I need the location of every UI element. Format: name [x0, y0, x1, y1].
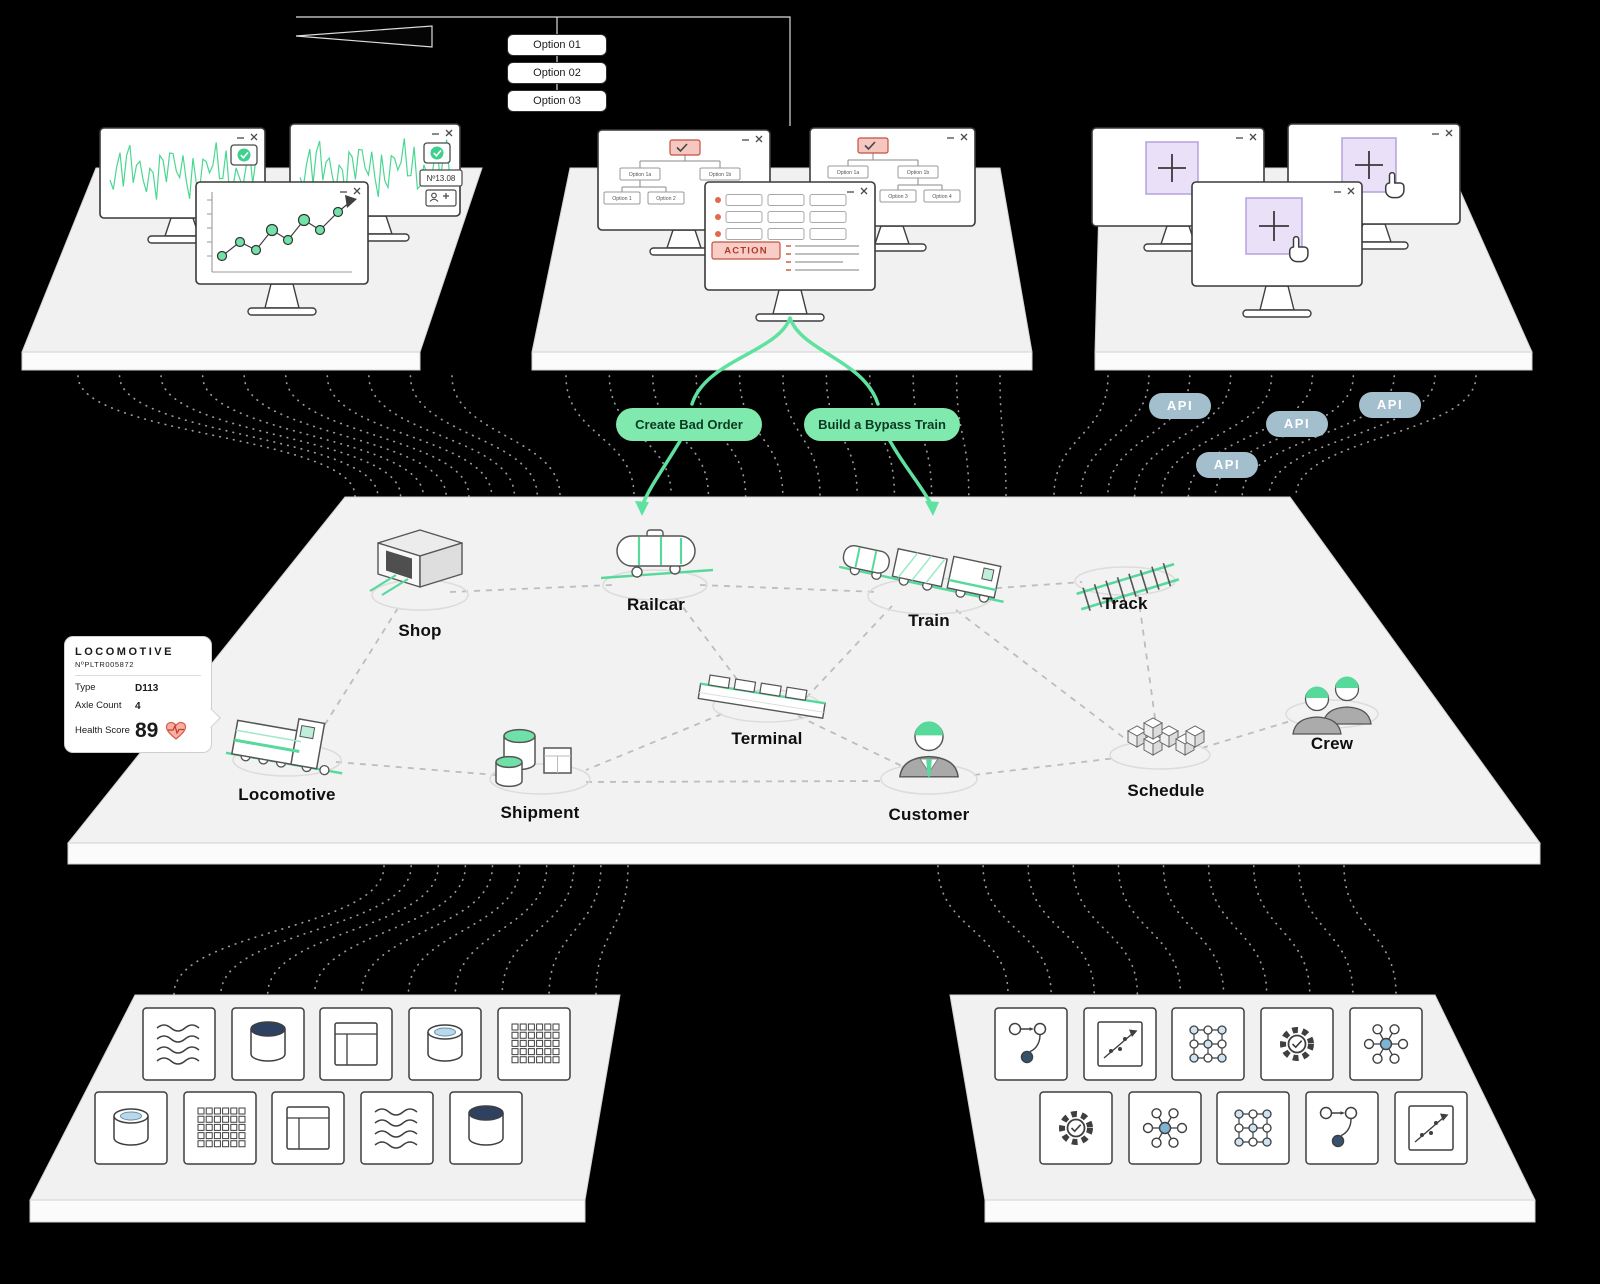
locomotive-card: LOCOMOTIVE NºPLTR005872 Type D113 Axle C…: [64, 636, 221, 753]
card-row-health-score: Health Score 89: [75, 719, 201, 743]
model-pipeline-icon: [994, 1007, 1068, 1081]
card-row-type: Type D113: [75, 682, 201, 694]
model-gear-icon: [1261, 1008, 1333, 1080]
monitor-app-3: [1191, 181, 1363, 318]
check-icon: [864, 141, 876, 151]
customer-icon: [899, 721, 959, 778]
monitor-cluster-apps: [1091, 123, 1461, 318]
entity-connectors: [311, 581, 1295, 783]
bundle-topleft: [77, 375, 561, 497]
action-button-label: ACTION: [724, 246, 768, 257]
tree-node-label: Option 4: [932, 194, 952, 200]
create-bad-order-button[interactable]: Create Bad Order: [616, 408, 762, 441]
entity-label-train: Train: [908, 611, 950, 630]
plus-icon: [1259, 211, 1289, 241]
plus-icon: [1158, 154, 1186, 182]
tree-node-label: Option 1a: [629, 172, 652, 178]
terminal-icon: [697, 674, 826, 719]
entity-label-customer: Customer: [888, 805, 970, 824]
shipment-icon: [495, 728, 572, 788]
entity-label-railcar: Railcar: [626, 595, 686, 614]
model-chart-icon: [1083, 1007, 1157, 1081]
model-pipeline-icon: [1305, 1091, 1379, 1165]
add-person-badge: [425, 189, 457, 207]
entity-label-shop: Shop: [398, 621, 442, 640]
entity-label-locomotive: Locomotive: [238, 785, 336, 804]
waveform-chart: [299, 138, 451, 198]
monitor-cluster-analytics: Nº13.08: [99, 123, 463, 316]
track-icon: [1076, 562, 1180, 611]
health-heart-icon: [166, 721, 187, 740]
train-icon: [838, 544, 1004, 603]
api-badge: API: [1196, 452, 1258, 478]
card-divider: [75, 675, 201, 676]
card-field-label: Health Score: [75, 724, 130, 736]
options-callout-lines: [295, 16, 791, 126]
api-badge: API: [1266, 411, 1328, 437]
card-field-value: 4: [135, 701, 141, 712]
model-network-icon: [1216, 1091, 1290, 1165]
api-badge: API: [1359, 392, 1421, 418]
plus-icon: [1355, 151, 1383, 179]
datasource-database-icon: [231, 1007, 305, 1081]
option-01-button[interactable]: Option 01: [507, 34, 607, 56]
check-badge-icon: [423, 142, 451, 164]
entity-label-schedule: Schedule: [1127, 781, 1205, 800]
tree-node-label: Option 1: [612, 196, 632, 202]
railcar-icon: [600, 529, 714, 580]
datasource-table-icon: [319, 1007, 393, 1081]
bundle-bottomleft: [173, 865, 629, 995]
tree-node-label: Option 1b: [907, 170, 930, 176]
card-field-value: 89: [135, 719, 159, 742]
arrowhead-icon: [925, 501, 939, 516]
entity-label-terminal: Terminal: [731, 729, 803, 748]
datasource-warehouse-icon: [94, 1091, 168, 1165]
tree-node-label: Option 1b: [709, 172, 732, 178]
model-gear-icon: [1040, 1092, 1112, 1164]
card-field-label: Type: [75, 682, 96, 694]
check-badge-icon: [230, 144, 258, 166]
datasource-warehouse-icon: [408, 1007, 482, 1081]
card-field-value: D113: [135, 683, 159, 694]
tree-node-label: Option 2: [656, 196, 676, 202]
locomotive-icon: [225, 718, 343, 776]
datasource-database-icon: [449, 1091, 523, 1165]
entity-label-shipment: Shipment: [500, 803, 580, 822]
tree-node-label: Option 3: [888, 194, 908, 200]
monitor-cluster-decisions: Option 1a Option 1b Option 1 Option 2 Op…: [597, 127, 976, 322]
action-button[interactable]: [711, 241, 781, 260]
datasource-stream-icon: [142, 1007, 216, 1081]
datasource-matrix-icon: [183, 1091, 257, 1165]
option-03-button[interactable]: Option 03: [507, 90, 607, 112]
card-field-label: Axle Count: [75, 700, 122, 712]
action-detail-lines: [786, 245, 859, 271]
bundle-bottomright: [937, 865, 1397, 995]
check-icon: [676, 143, 688, 153]
datasource-stream-icon: [360, 1091, 434, 1165]
meter-reading: Nº13.08: [427, 174, 456, 183]
card-title: LOCOMOTIVE: [75, 646, 174, 658]
api-badge: API: [1149, 393, 1211, 419]
build-bypass-train-button[interactable]: Build a Bypass Train: [804, 408, 960, 441]
datasource-matrix-icon: [497, 1007, 571, 1081]
entity-label-track: Track: [1102, 594, 1148, 613]
datasource-table-icon: [271, 1091, 345, 1165]
model-chart-icon: [1394, 1091, 1468, 1165]
entity-label-crew: Crew: [1310, 734, 1354, 753]
card-serial: NºPLTR005872: [75, 660, 134, 669]
option-02-button[interactable]: Option 02: [507, 62, 607, 84]
shop-icon: [369, 529, 463, 596]
monitor-scatter-chart: [195, 181, 369, 316]
card-row-axle-count: Axle Count 4: [75, 700, 201, 712]
model-hub-icon: [1128, 1091, 1202, 1165]
model-hub-icon: [1349, 1007, 1423, 1081]
action-arrows: [635, 316, 939, 516]
arrowhead-icon: [635, 501, 649, 516]
option-grid: [715, 194, 847, 240]
monitor-action-panel: ACTION: [704, 181, 876, 322]
tree-node-label: Option 1a: [837, 170, 860, 176]
model-network-icon: [1171, 1007, 1245, 1081]
bundle-topright: [1053, 375, 1477, 497]
